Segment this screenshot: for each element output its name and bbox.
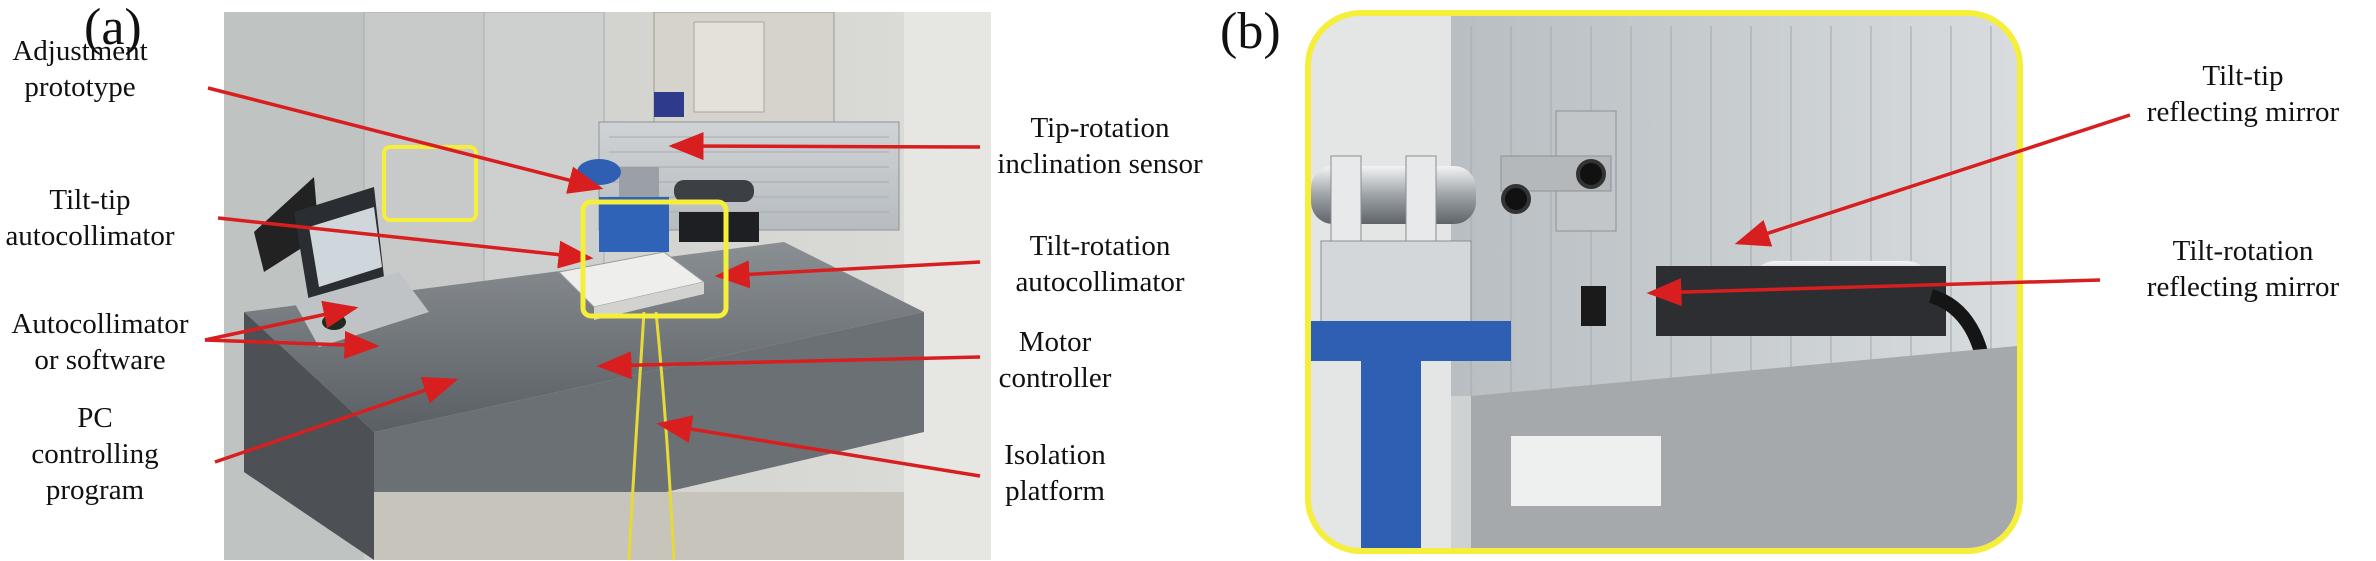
closeup-mirror-illustration <box>1311 16 2017 548</box>
arrow-tilt-rotation-reflecting-mirror <box>1646 278 2101 307</box>
arrow-tip-rotation-inclination-sensor <box>668 132 981 161</box>
lab-setup-photo <box>224 12 991 560</box>
label-pc-controlling-program: PC controlling program <box>10 400 180 508</box>
arrow-motor-controller <box>596 351 981 380</box>
label-line: Adjustment <box>12 35 148 67</box>
label-line: inclination sensor <box>997 148 1203 180</box>
label-line: Tilt-tip <box>49 184 131 216</box>
arrow-tilt-tip-autocollimator <box>217 216 594 269</box>
label-line: Autocollimator <box>11 308 189 340</box>
label-line: Motor <box>1018 326 1092 358</box>
label-line: platform <box>1005 475 1105 507</box>
arrow-autocollimator-software-2 <box>204 330 380 359</box>
label-tilt-rotation-reflecting-mirror: Tilt-rotation reflecting mirror <box>2110 233 2376 305</box>
label-line: PC <box>77 402 113 434</box>
label-tilt-tip-autocollimator: Tilt-tip autocollimator <box>0 182 180 254</box>
label-line: Tilt-rotation <box>1029 230 1171 262</box>
label-line: prototype <box>24 71 136 103</box>
label-line: or software <box>34 344 166 376</box>
arrow-autocollimator-software-1 <box>204 300 359 342</box>
panel-a-letter: (a) <box>84 0 142 56</box>
label-line: autocollimator <box>5 220 175 252</box>
label-line: reflecting mirror <box>2146 96 2340 128</box>
label-motor-controller: Motor controller <box>985 324 1125 396</box>
label-autocollimator-software: Autocollimator or software <box>0 306 200 378</box>
label-line: reflecting mirror <box>2146 271 2340 303</box>
lab-setup-illustration <box>224 12 991 560</box>
label-line: Tip-rotation <box>1030 112 1170 144</box>
label-line: Isolation <box>1004 439 1106 471</box>
label-adjustment-prototype: Adjustment prototype <box>0 33 160 105</box>
arrow-adjustment-prototype <box>207 86 604 194</box>
panel-b-letter: (b) <box>1220 3 1281 60</box>
label-line: controller <box>998 362 1112 394</box>
label-tip-rotation-inclination-sensor: Tip-rotation inclination sensor <box>985 110 1215 182</box>
label-line: program <box>45 474 145 506</box>
label-line: Tilt-tip <box>2202 60 2284 92</box>
arrow-pc-controlling-program <box>214 376 459 464</box>
label-line: controlling <box>31 438 159 470</box>
closeup-mirror-photo <box>1305 10 2023 554</box>
arrow-tilt-rotation-autocollimator <box>714 260 981 289</box>
label-line: Tilt-rotation <box>2172 235 2314 267</box>
arrow-tilt-tip-reflecting-mirror <box>1734 113 2131 247</box>
label-line: autocollimator <box>1015 266 1185 298</box>
label-isolation-platform: Isolation platform <box>985 437 1125 509</box>
highlight-box <box>580 199 729 319</box>
label-tilt-rotation-autocollimator: Tilt-rotation autocollimator <box>985 228 1215 300</box>
arrow-isolation-platform <box>656 415 981 478</box>
label-tilt-tip-reflecting-mirror: Tilt-tip reflecting mirror <box>2110 58 2376 130</box>
